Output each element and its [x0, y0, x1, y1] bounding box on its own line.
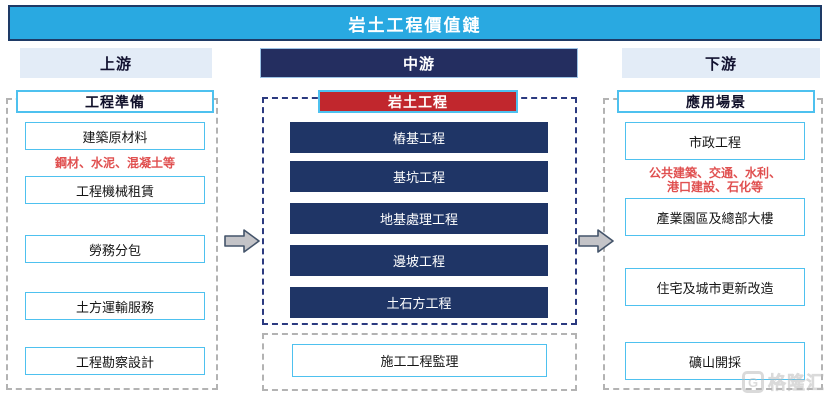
upstream-item-raw-materials: 建築原材料: [25, 122, 205, 150]
downstream-section-title: 應用場景: [686, 93, 746, 110]
diagram-title: 岩土工程價值鏈: [348, 15, 482, 35]
downstream-item-label: 住宅及城市更新改造: [656, 280, 774, 296]
midstream-item-label: 土石方工程: [386, 296, 452, 311]
gelonghui-watermark: G 格隆汇: [742, 368, 830, 396]
midstream-item-label: 邊坡工程: [392, 254, 445, 269]
upstream-item-label: 建築原材料: [82, 129, 148, 145]
upstream-item-label: 工程機械租賃: [75, 183, 154, 199]
stage-header-downstream-label: 下游: [704, 55, 737, 73]
stage-header-upstream: 上游: [20, 48, 212, 78]
diagram-title-banner: 岩土工程價值鏈: [8, 5, 822, 41]
upstream-item-label: 工程勘察設計: [75, 354, 154, 370]
upstream-item-label: 土方運輸服務: [75, 299, 154, 315]
upstream-item-labor-subcontracting: 勞務分包: [25, 235, 205, 263]
midstream-section-title: 岩土工程: [388, 93, 448, 110]
midstream-item-label: 地基處理工程: [379, 212, 458, 227]
midstream-item-earth-rock: 土石方工程: [290, 287, 548, 318]
stage-header-downstream: 下游: [622, 48, 820, 78]
downstream-note-line2: 港口建設、石化等: [666, 180, 763, 194]
midstream-item-ground-treatment: 地基處理工程: [290, 203, 548, 234]
downstream-item-label: 市政工程: [688, 134, 741, 150]
midstream-item-label: 樁基工程: [392, 131, 445, 146]
upstream-section-title-box: 工程準備: [16, 90, 214, 113]
downstream-note: 公共建築、交通、水利、 港口建設、石化等: [625, 166, 805, 194]
downstream-item-residential-renewal: 住宅及城市更新改造: [625, 268, 805, 306]
upstream-note-text: 鋼材、水泥、混凝土等: [54, 156, 175, 170]
midstream-item-pile-foundation: 樁基工程: [290, 122, 548, 153]
gelonghui-watermark-text: 格隆汇: [768, 373, 825, 394]
stage-header-midstream: 中游: [260, 48, 578, 78]
downstream-section-title-box: 應用場景: [617, 90, 815, 113]
gelonghui-logo-icon: G: [742, 371, 764, 393]
stage-header-upstream-label: 上游: [99, 55, 132, 73]
upstream-item-machinery-leasing: 工程機械租賃: [25, 176, 205, 204]
downstream-note-line1: 公共建築、交通、水利、: [648, 166, 781, 180]
midstream-bottom-item-label: 施工工程監理: [380, 354, 459, 369]
midstream-item-foundation-pit: 基坑工程: [290, 161, 548, 192]
upstream-item-earth-transport: 土方運輸服務: [25, 292, 205, 320]
upstream-item-survey-design: 工程勘察設計: [25, 347, 205, 375]
midstream-supervision-frame: [262, 333, 577, 391]
midstream-item-construction-supervision: 施工工程監理: [292, 344, 547, 377]
midstream-item-slope: 邊坡工程: [290, 245, 548, 276]
upstream-section-title: 工程準備: [85, 93, 145, 110]
midstream-item-label: 基坑工程: [392, 170, 445, 185]
downstream-item-industrial-park: 產業園區及總部大樓: [625, 198, 805, 236]
upstream-item-label: 勞務分包: [88, 242, 141, 258]
upstream-note: 鋼材、水泥、混凝土等: [25, 156, 205, 170]
stage-header-midstream-label: 中游: [402, 55, 435, 73]
flow-arrow-right-icon: [578, 229, 614, 253]
flow-arrow-right-icon: [224, 229, 260, 253]
downstream-item-label: 產業園區及總部大樓: [656, 210, 774, 226]
downstream-item-label: 礦山開採: [688, 354, 741, 370]
midstream-section-title-box: 岩土工程: [318, 90, 518, 113]
downstream-item-municipal: 市政工程: [625, 122, 805, 160]
downstream-item-mining: 礦山開採: [625, 342, 805, 380]
